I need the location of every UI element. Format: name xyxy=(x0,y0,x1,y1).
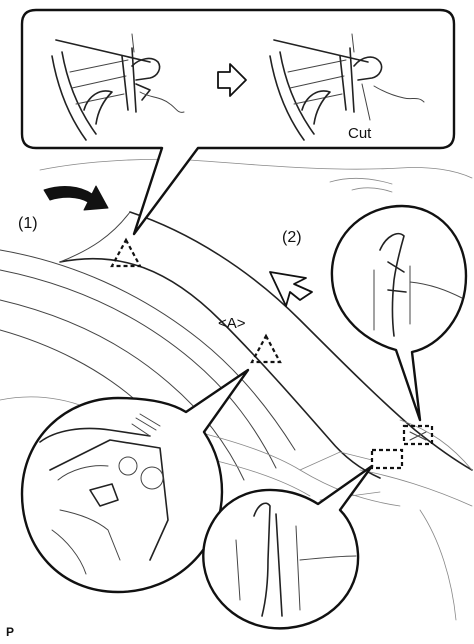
point-a-label: <A> xyxy=(218,315,246,332)
cut-label: Cut xyxy=(348,125,372,142)
step2-label: (2) xyxy=(282,229,302,246)
step1-label: (1) xyxy=(18,215,38,232)
marker-triangle-a xyxy=(250,333,282,364)
marker-triangle-1 xyxy=(110,237,142,268)
curved-push-arrow-icon xyxy=(43,185,109,211)
callout-left-bottom xyxy=(20,368,250,594)
direction-arrow-icon xyxy=(269,271,313,307)
callout-top: Cut xyxy=(20,8,456,236)
marker-square-1 xyxy=(402,424,434,446)
clip-detail-before xyxy=(51,33,185,141)
callout-right-bottom xyxy=(202,464,374,630)
hollow-right-arrow-icon xyxy=(217,63,247,97)
clip-detail-after xyxy=(269,33,425,141)
footer-code: P xyxy=(6,625,14,639)
callout-right-top xyxy=(330,204,468,422)
marker-square-2 xyxy=(370,448,404,470)
